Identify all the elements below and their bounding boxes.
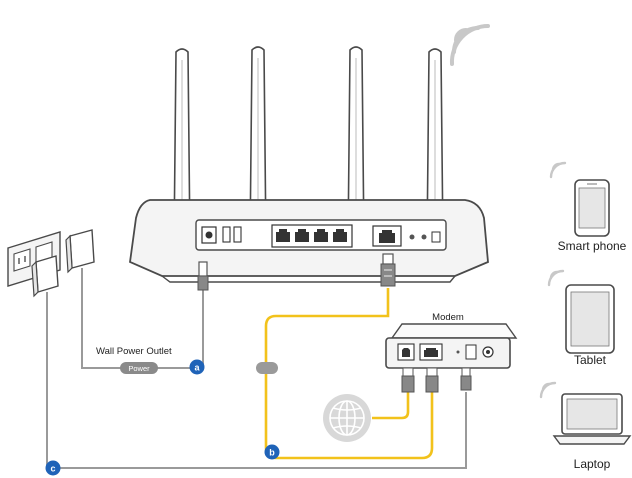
laptop-label: Laptop [574,457,611,471]
router [129,46,489,283]
tablet-label: Tablet [574,353,607,367]
router-power-adapter [65,229,95,274]
modem-power-cable [46,292,467,469]
router-wifi-icon [449,23,490,66]
smart-phone-label: Smart phone [558,239,627,253]
router-power-plug [197,261,209,291]
laptop [539,381,632,445]
power-tag [120,362,158,374]
callout-b-label: b [269,448,275,458]
callout-a: a [189,359,205,375]
router-wan-plug [380,253,396,287]
callout-c: c [45,460,61,476]
modem-cable-plugs [401,367,472,393]
router-button-2 [233,226,242,243]
ethernet-cable-internet-modem [372,388,410,420]
callout-b: b [264,444,280,460]
cable-tag [256,362,278,374]
internet-globe-icon [323,394,371,442]
callout-a-label: a [194,363,200,373]
smart-phone-wifi-icon [549,161,567,179]
power-tag-label: Power [128,364,150,373]
router-lan-ports [276,229,347,242]
modem-label: Modem [432,312,464,323]
modem-power-adapter [31,255,59,298]
tablet-wifi-icon [547,269,565,287]
smart-phone [549,161,610,237]
router-button-1 [222,226,231,243]
power-cable [81,268,204,369]
callout-c-label: c [50,464,55,474]
modem [385,323,518,369]
laptop-wifi-icon [539,381,557,399]
tablet [547,269,615,354]
router-lan-block [271,224,353,248]
wall-power-outlet-label: Wall Power Outlet [96,346,172,357]
